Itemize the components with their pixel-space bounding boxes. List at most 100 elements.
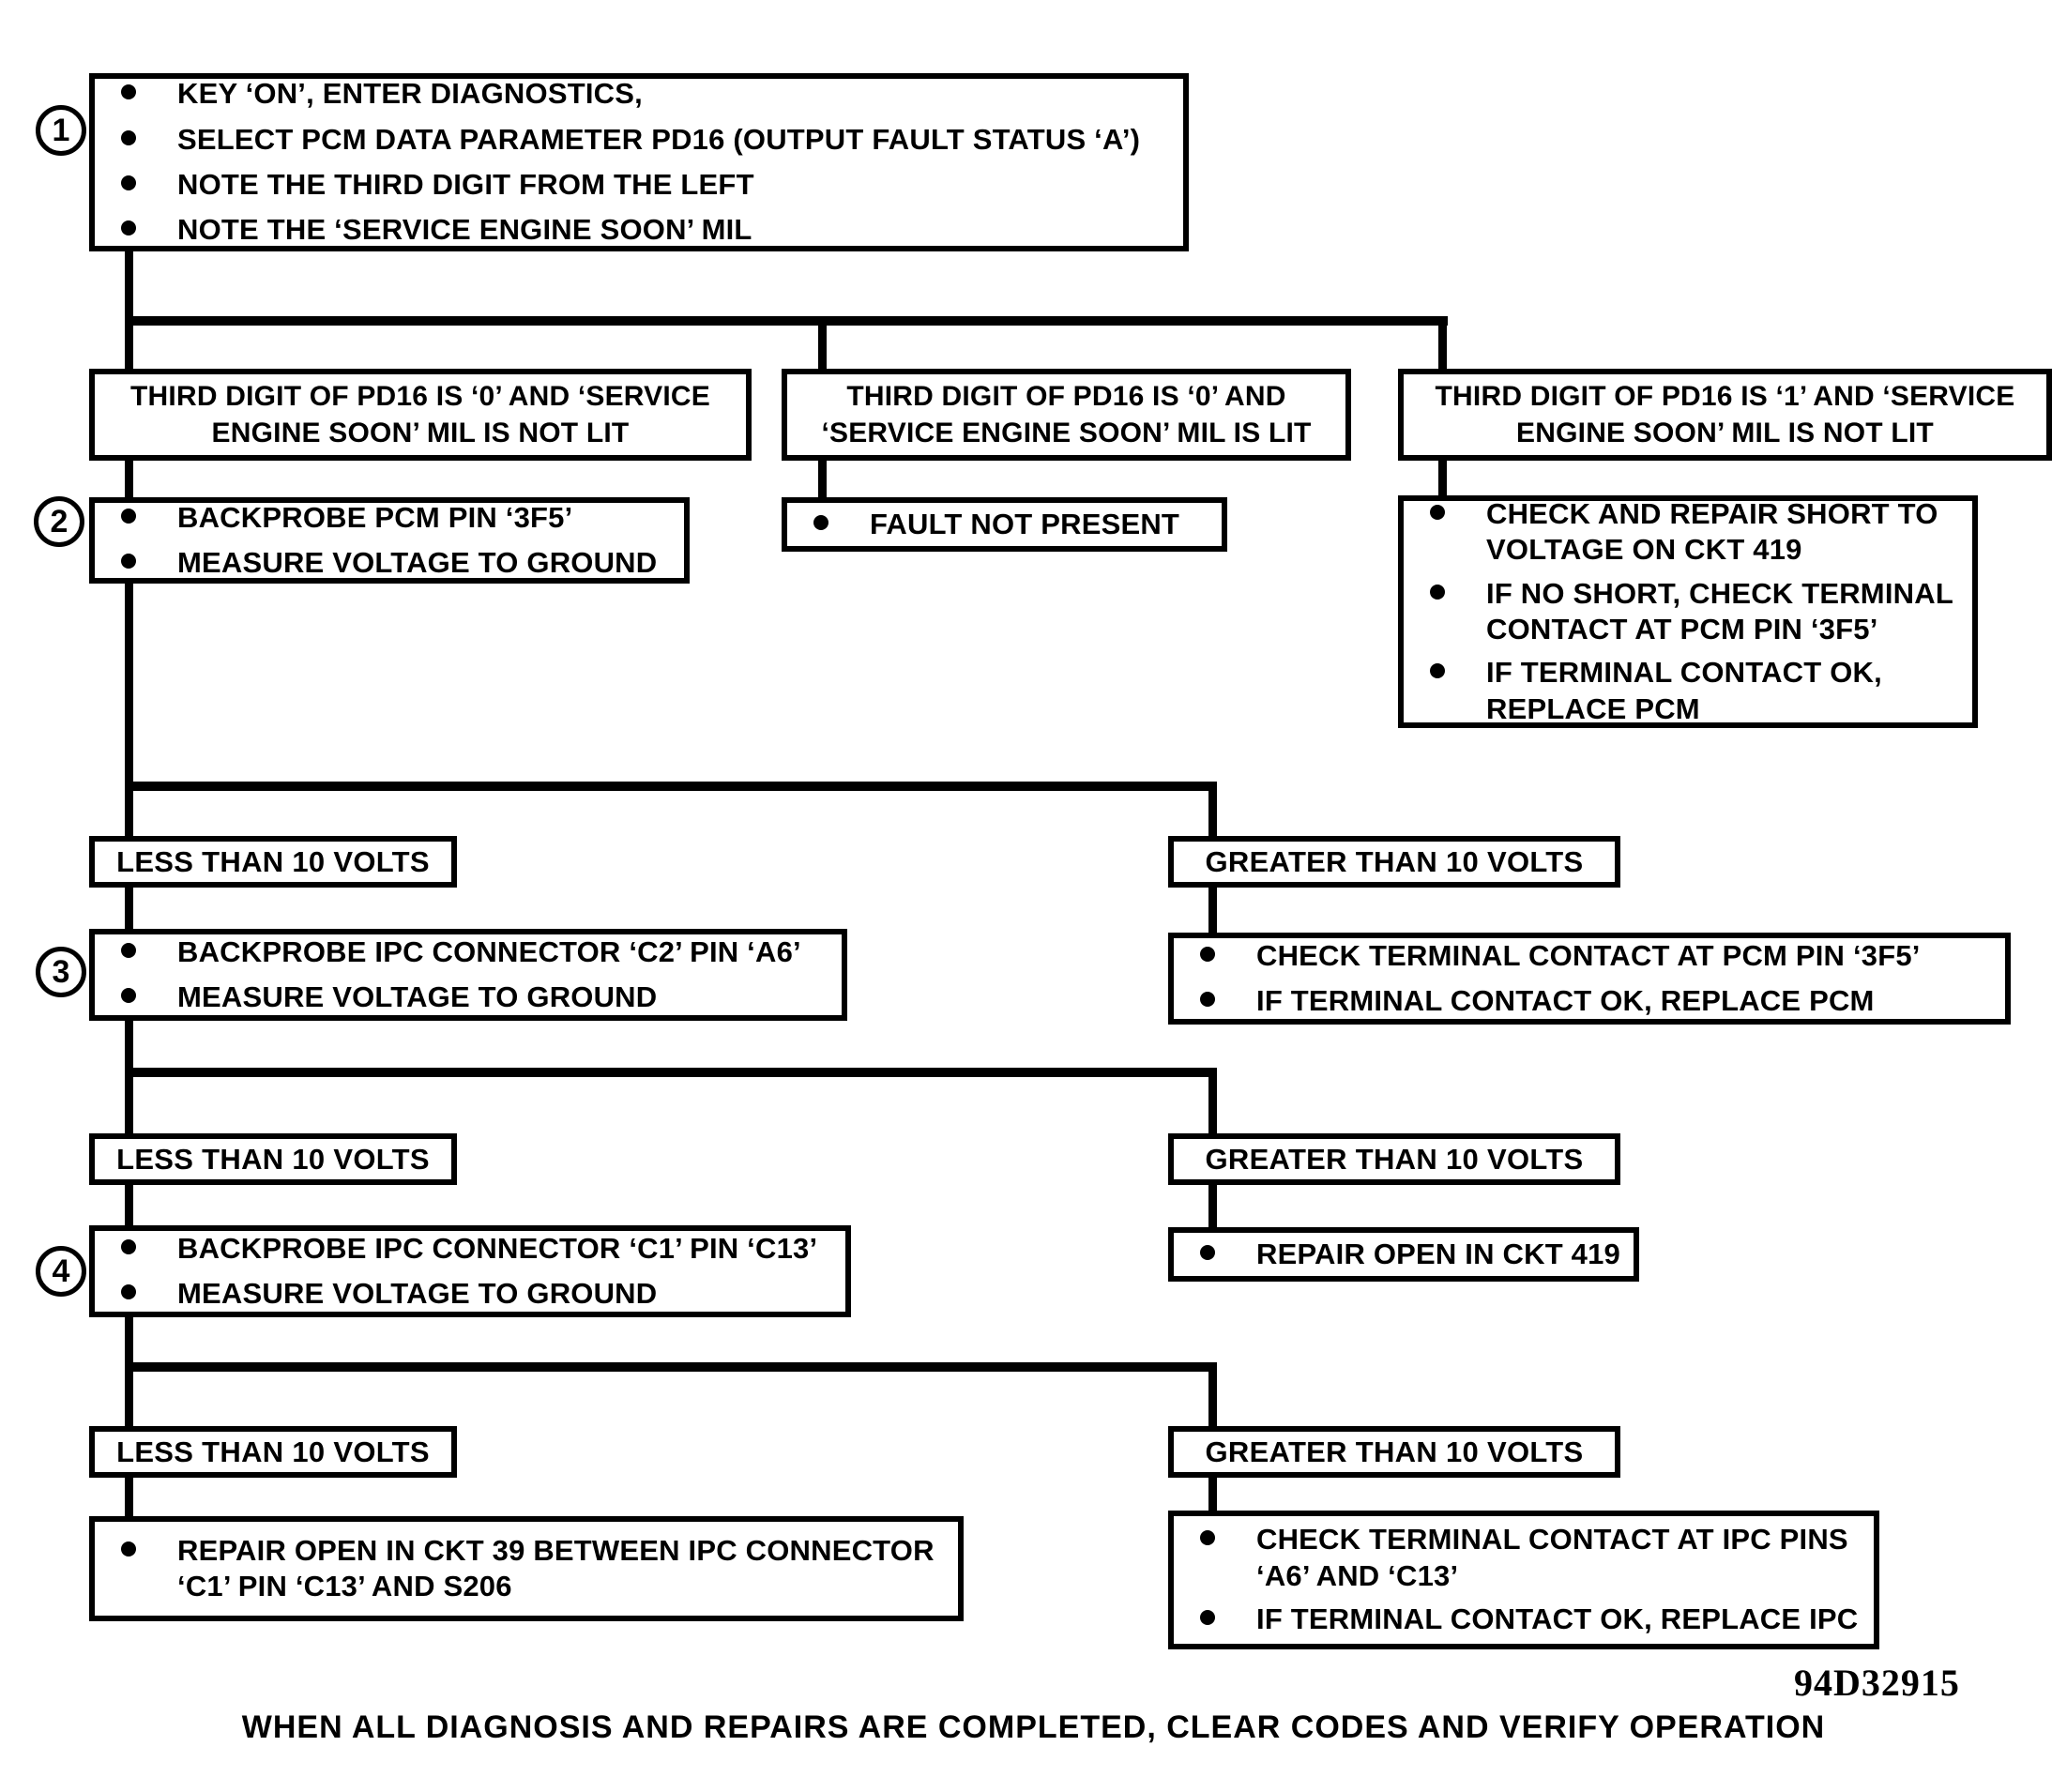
bullet-icon: [121, 554, 136, 569]
connector-line: [125, 782, 1217, 791]
bullet-item: FAULT NOT PRESENT: [798, 507, 1212, 542]
bullet-text: IF TERMINAL CONTACT OK, REPLACE PCM: [1256, 984, 1875, 1017]
condition-left-box: THIRD DIGIT OF PD16 IS ‘0’ AND ‘SERVICE …: [89, 369, 752, 461]
bullet-item: REPAIR OPEN IN CKT 39 BETWEEN IPC CONNEC…: [106, 1533, 949, 1605]
footer-note: WHEN ALL DIAGNOSIS AND REPAIRS ARE COMPL…: [241, 1709, 1826, 1745]
less-than-10-volts-box-3: LESS THAN 10 VOLTS: [89, 1426, 457, 1478]
bullet-icon: [121, 175, 136, 190]
connector-line: [125, 1362, 1217, 1372]
connector-line: [125, 1317, 133, 1372]
bullet-text: NOTE THE THIRD DIGIT FROM THE LEFT: [177, 168, 754, 201]
connector-line: [125, 1019, 133, 1077]
bullet-item: MEASURE VOLTAGE TO GROUND: [106, 980, 832, 1015]
connector-line: [125, 246, 133, 369]
step-3-badge: 3: [36, 947, 86, 997]
bullet-text: BACKPROBE IPC CONNECTOR ‘C2’ PIN ‘A6’: [177, 934, 801, 968]
connector-line: [125, 1185, 133, 1227]
bullet-text: BACKPROBE PCM PIN ‘3F5’: [177, 500, 573, 534]
step-1-box: KEY ‘ON’, ENTER DIAGNOSTICS, SELECT PCM …: [89, 73, 1189, 251]
bullet-text: REPAIR OPEN IN CKT 419: [1256, 1237, 1620, 1270]
connector-line: [125, 1478, 133, 1518]
greater-than-10-volts-box-2: GREATER THAN 10 VOLTS: [1168, 1133, 1620, 1185]
connector-line: [818, 459, 827, 499]
bullet-item: IF TERMINAL CONTACT OK, REPLACE PCM: [1415, 655, 1963, 727]
short-repair-box: CHECK AND REPAIR SHORT TO VOLTAGE ON CKT…: [1398, 495, 1978, 728]
connector-line: [1208, 1077, 1217, 1135]
bullet-text: IF TERMINAL CONTACT OK, REPLACE IPC: [1256, 1602, 1859, 1636]
bullet-item: MEASURE VOLTAGE TO GROUND: [106, 1276, 836, 1312]
step-1-badge: 1: [36, 105, 86, 156]
bullet-text: NOTE THE ‘SERVICE ENGINE SOON’ MIL: [177, 213, 752, 247]
connector-line: [818, 326, 827, 369]
bullet-item: CHECK TERMINAL CONTACT AT PCM PIN ‘3F5’: [1185, 938, 1996, 974]
connector-line: [1208, 1185, 1217, 1229]
bullet-icon: [121, 508, 136, 524]
connector-line: [1208, 1372, 1217, 1428]
bullet-icon: [1200, 992, 1215, 1007]
repair-open-ckt39-box: REPAIR OPEN IN CKT 39 BETWEEN IPC CONNEC…: [89, 1516, 964, 1621]
less-than-10-volts-box-2: LESS THAN 10 VOLTS: [89, 1133, 457, 1185]
bullet-text: MEASURE VOLTAGE TO GROUND: [177, 980, 658, 1013]
bullet-text: MEASURE VOLTAGE TO GROUND: [177, 546, 658, 579]
bullet-item: BACKPROBE PCM PIN ‘3F5’: [106, 500, 675, 536]
bullet-item: NOTE THE ‘SERVICE ENGINE SOON’ MIL: [106, 212, 1174, 248]
connector-line: [125, 791, 133, 838]
bullet-item: SELECT PCM DATA PARAMETER PD16 (OUTPUT F…: [106, 122, 1174, 158]
bullet-icon: [121, 942, 136, 958]
fault-not-present-box: FAULT NOT PRESENT: [782, 497, 1227, 552]
step-3-box: BACKPROBE IPC CONNECTOR ‘C2’ PIN ‘A6’ ME…: [89, 929, 847, 1021]
bullet-icon: [1200, 1610, 1215, 1626]
greater-than-10-volts-box-3: GREATER THAN 10 VOLTS: [1168, 1426, 1620, 1478]
bullet-icon: [1430, 663, 1445, 679]
bullet-text: CHECK AND REPAIR SHORT TO VOLTAGE ON CKT…: [1486, 496, 1938, 567]
bullet-icon: [121, 1284, 136, 1299]
bullet-text: IF TERMINAL CONTACT OK, REPLACE PCM: [1486, 656, 1882, 725]
ipc-terminal-check-box: CHECK TERMINAL CONTACT AT IPC PINS ‘A6’ …: [1168, 1511, 1879, 1649]
bullet-icon: [121, 1238, 136, 1254]
bullet-item: IF TERMINAL CONTACT OK, REPLACE PCM: [1185, 983, 1996, 1019]
figure-number: 94D32915: [1794, 1662, 1960, 1704]
bullet-item: CHECK TERMINAL CONTACT AT IPC PINS ‘A6’ …: [1185, 1522, 1864, 1594]
bullet-text: FAULT NOT PRESENT: [870, 507, 1180, 540]
connector-line: [1438, 459, 1447, 497]
connector-line: [125, 582, 133, 790]
less-than-10-volts-box-1: LESS THAN 10 VOLTS: [89, 836, 457, 888]
bullet-text: CHECK TERMINAL CONTACT AT IPC PINS ‘A6’ …: [1256, 1523, 1848, 1592]
repair-open-ckt419-box: REPAIR OPEN IN CKT 419: [1168, 1227, 1639, 1282]
connector-line: [1208, 791, 1217, 838]
bullet-icon: [1430, 504, 1445, 520]
connector-line: [125, 1068, 1217, 1077]
step-2-badge: 2: [34, 496, 84, 547]
bullet-icon: [1200, 946, 1215, 962]
bullet-text: CHECK TERMINAL CONTACT AT PCM PIN ‘3F5’: [1256, 938, 1921, 972]
bullet-item: BACKPROBE IPC CONNECTOR ‘C1’ PIN ‘C13’: [106, 1231, 836, 1267]
bullet-icon: [121, 988, 136, 1003]
bullet-icon: [121, 1541, 136, 1557]
connector-line: [125, 316, 1448, 326]
bullet-item: NOTE THE THIRD DIGIT FROM THE LEFT: [106, 167, 1174, 203]
bullet-item: IF TERMINAL CONTACT OK, REPLACE IPC: [1185, 1602, 1864, 1637]
step-4-badge: 4: [36, 1246, 86, 1297]
condition-right-box: THIRD DIGIT OF PD16 IS ‘1’ AND ‘SERVICE …: [1398, 369, 2052, 461]
bullet-text: MEASURE VOLTAGE TO GROUND: [177, 1277, 658, 1310]
connector-line: [125, 1372, 133, 1428]
bullet-icon: [121, 84, 136, 100]
connector-line: [125, 1077, 133, 1135]
step-2-box: BACKPROBE PCM PIN ‘3F5’ MEASURE VOLTAGE …: [89, 497, 690, 584]
bullet-text: SELECT PCM DATA PARAMETER PD16 (OUTPUT F…: [177, 122, 1141, 156]
bullet-item: MEASURE VOLTAGE TO GROUND: [106, 545, 675, 581]
condition-middle-box: THIRD DIGIT OF PD16 IS ‘0’ AND ‘SERVICE …: [782, 369, 1351, 461]
connector-line: [1208, 1478, 1217, 1513]
bullet-text: KEY ‘ON’, ENTER DIAGNOSTICS,: [177, 77, 643, 111]
bullet-icon: [121, 220, 136, 236]
bullet-text: BACKPROBE IPC CONNECTOR ‘C1’ PIN ‘C13’: [177, 1231, 818, 1265]
connector-line: [125, 886, 133, 931]
bullet-icon: [1200, 1244, 1215, 1260]
bullet-text: REPAIR OPEN IN CKT 39 BETWEEN IPC CONNEC…: [177, 1533, 935, 1602]
bullet-icon: [121, 129, 136, 145]
step-4-box: BACKPROBE IPC CONNECTOR ‘C1’ PIN ‘C13’ M…: [89, 1225, 851, 1317]
bullet-icon: [1430, 584, 1445, 600]
connector-line: [125, 459, 133, 499]
bullet-text: IF NO SHORT, CHECK TERMINAL CONTACT AT P…: [1486, 576, 1953, 645]
